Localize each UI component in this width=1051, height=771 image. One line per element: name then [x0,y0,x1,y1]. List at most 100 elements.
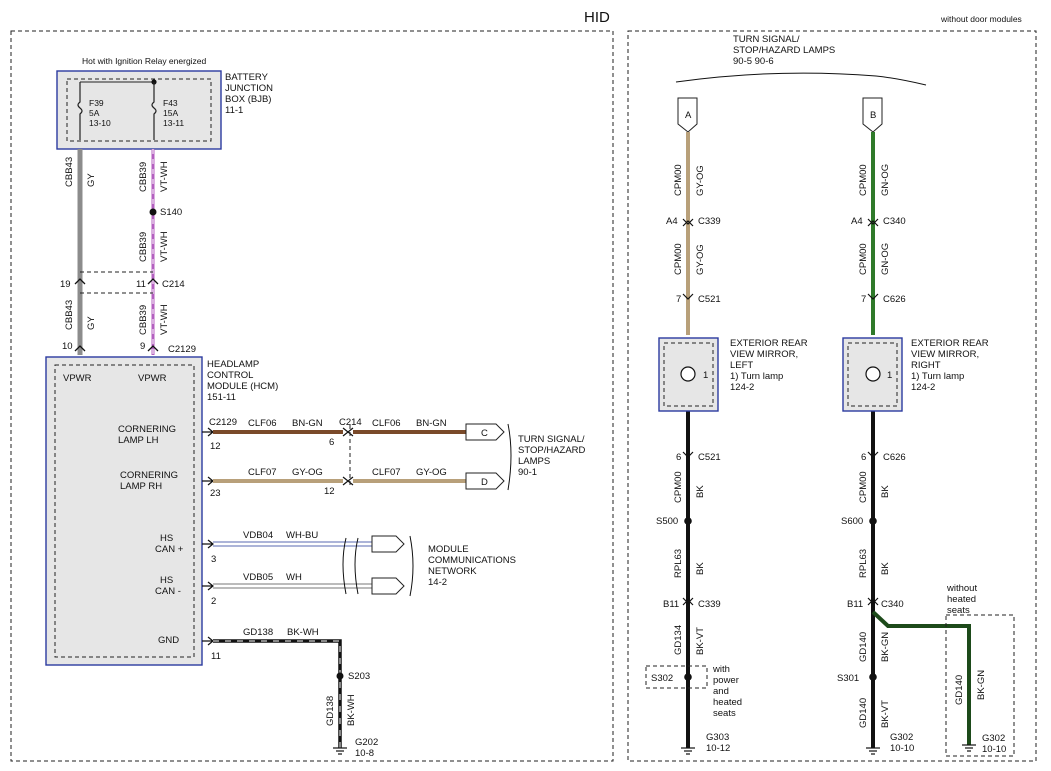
hcm-vpwr-2: VPWR [138,373,167,384]
hcm-cornering-rh-2: LAMP RH [120,481,162,492]
right-panel [627,30,1037,762]
wire-cbb39-color-2: VT-WH [159,231,170,262]
left-wire4-color: BK [695,562,706,575]
vdb04-color: WH-BU [286,530,318,541]
splice-s301-label: S301 [837,673,859,684]
left-conn1-pin: A4 [666,216,678,227]
splice-s140-icon [149,208,157,216]
column-right-mirror [842,97,1015,757]
ref-connector-c-icon [465,423,505,441]
wire-cbb39-color-3: VT-WH [159,304,170,335]
hcm-title-2: CONTROL [207,370,253,381]
left-wire4-circuit: RPL63 [673,549,684,578]
hcm-cornering-lh-2: LAMP LH [118,435,159,446]
clf06-pin: 12 [210,441,221,452]
ground-g202-ref: 10-8 [355,748,374,759]
right-wire4-color: BK [880,562,891,575]
right-top-ref-3: 90-5 90-6 [733,56,774,67]
left-wire2-color: GY-OG [695,244,706,275]
ground-g202-icon [333,747,347,755]
clf07-circuit-2: CLF07 [372,467,401,478]
right-wire1-circuit: CPM00 [858,164,869,196]
ref-letter-a: A [685,110,692,121]
right-conn4-pin: B11 [847,599,863,610]
right-conn3-pin: 6 [861,452,866,463]
module-comm-2: COMMUNICATIONS [428,555,516,566]
module-comm-1: MODULE [428,544,469,555]
left-mirror-5: 124-2 [730,382,754,393]
s302-note-5: seats [713,708,736,719]
right-wire3-color: BK [880,485,891,498]
hcm-hs-can-plus-2: CAN + [155,544,184,555]
gd138-color: BK-WH [287,627,319,638]
right-lamp-pin: 1 [887,370,892,381]
ground-g302-alt-label: G302 [982,733,1005,744]
fuse-f43-id: F43 [163,98,178,108]
ground-g303-ref: 10-12 [706,743,730,754]
clf06-color: BN-GN [292,418,323,429]
right-mirror-2: VIEW MIRROR, [911,349,979,360]
left-conn1-name: C339 [698,216,721,227]
column-left-mirror [645,97,719,755]
right-mirror-5: 124-2 [911,382,935,393]
hcm-hs-can-minus-2: CAN - [155,586,181,597]
fuse-f43-ref: 13-11 [163,118,184,128]
ref-connector-d-icon [465,472,505,490]
turn-signal-ref-4: 90-1 [518,467,537,478]
bjb-title-2: JUNCTION [225,83,273,94]
connector-c2129-icon [74,345,86,352]
right-top-ref-2: STOP/HAZARD LAMPS [733,45,835,56]
right-conn4-name: C340 [881,599,904,610]
connector-c214-icon [74,278,86,285]
right-wire5-circuit: GD140 [858,632,869,662]
page-title: HID [584,9,610,26]
right-conn1-pin: A4 [851,216,863,227]
left-wire1-color: GY-OG [695,165,706,196]
vdb05-pin: 2 [211,596,216,607]
ref-letter-d: D [481,477,488,488]
ref-connector-b-icon [862,97,883,133]
wire-cbb43-color: GY [86,173,97,187]
right-wire1-color: GN-OG [880,164,891,196]
hcm-gnd: GND [158,635,179,646]
module-comm-4: 14-2 [428,577,447,588]
left-conn4-name: C339 [698,599,721,610]
left-panel [10,30,614,762]
brace-icon [507,423,512,491]
clf06-c214: C214 [339,417,362,428]
right-conn2-pin: 7 [861,294,866,305]
c214-pin-19: 19 [60,279,71,290]
c2129-pin-10: 10 [62,341,73,352]
right-wire2-color: GN-OG [880,243,891,275]
hcm-hs-can-plus-1: HS [160,533,173,544]
right-conn1-name: C340 [883,216,906,227]
bjb-title-1: BATTERY [225,72,269,83]
s302-note-3: and [713,686,729,697]
alt-note-3: seats [947,605,970,616]
right-wire4-circuit: RPL63 [858,549,869,578]
splice-s302-label: S302 [651,673,673,684]
wire-cbb39-circuit-2: CBB39 [138,232,149,262]
splice-s301-icon [869,673,877,681]
fuse-f43-amp: 15A [163,108,178,118]
hot-note: Hot with Ignition Relay energized [82,56,207,66]
right-wire2-circuit: CPM00 [858,243,869,275]
clf07-color: GY-OG [292,467,323,478]
alt-note-1: without [946,583,977,594]
right-wire5-color: BK-GN [880,632,891,662]
left-mirror-1: EXTERIOR REAR [730,338,808,349]
clf06-color-2: BN-GN [416,418,447,429]
right-wire3-circuit: CPM00 [858,471,869,503]
clf06-c214-pin: 6 [329,437,334,448]
wire-cbb39-circuit-3: CBB39 [138,305,149,335]
splice-s140-label: S140 [160,207,182,218]
bjb-title-3: BOX (BJB) [225,94,271,105]
fuse-f39-ref: 13-10 [89,118,111,128]
alt-wire-circuit: GD140 [954,675,965,705]
turn-signal-ref-2: STOP/HAZARD [518,445,586,456]
fuse-f39-id: F39 [89,98,104,108]
splice-s203-icon [336,672,344,680]
left-mirror-4: 1) Turn lamp [730,371,783,382]
hcm-hs-can-minus-1: HS [160,575,173,586]
